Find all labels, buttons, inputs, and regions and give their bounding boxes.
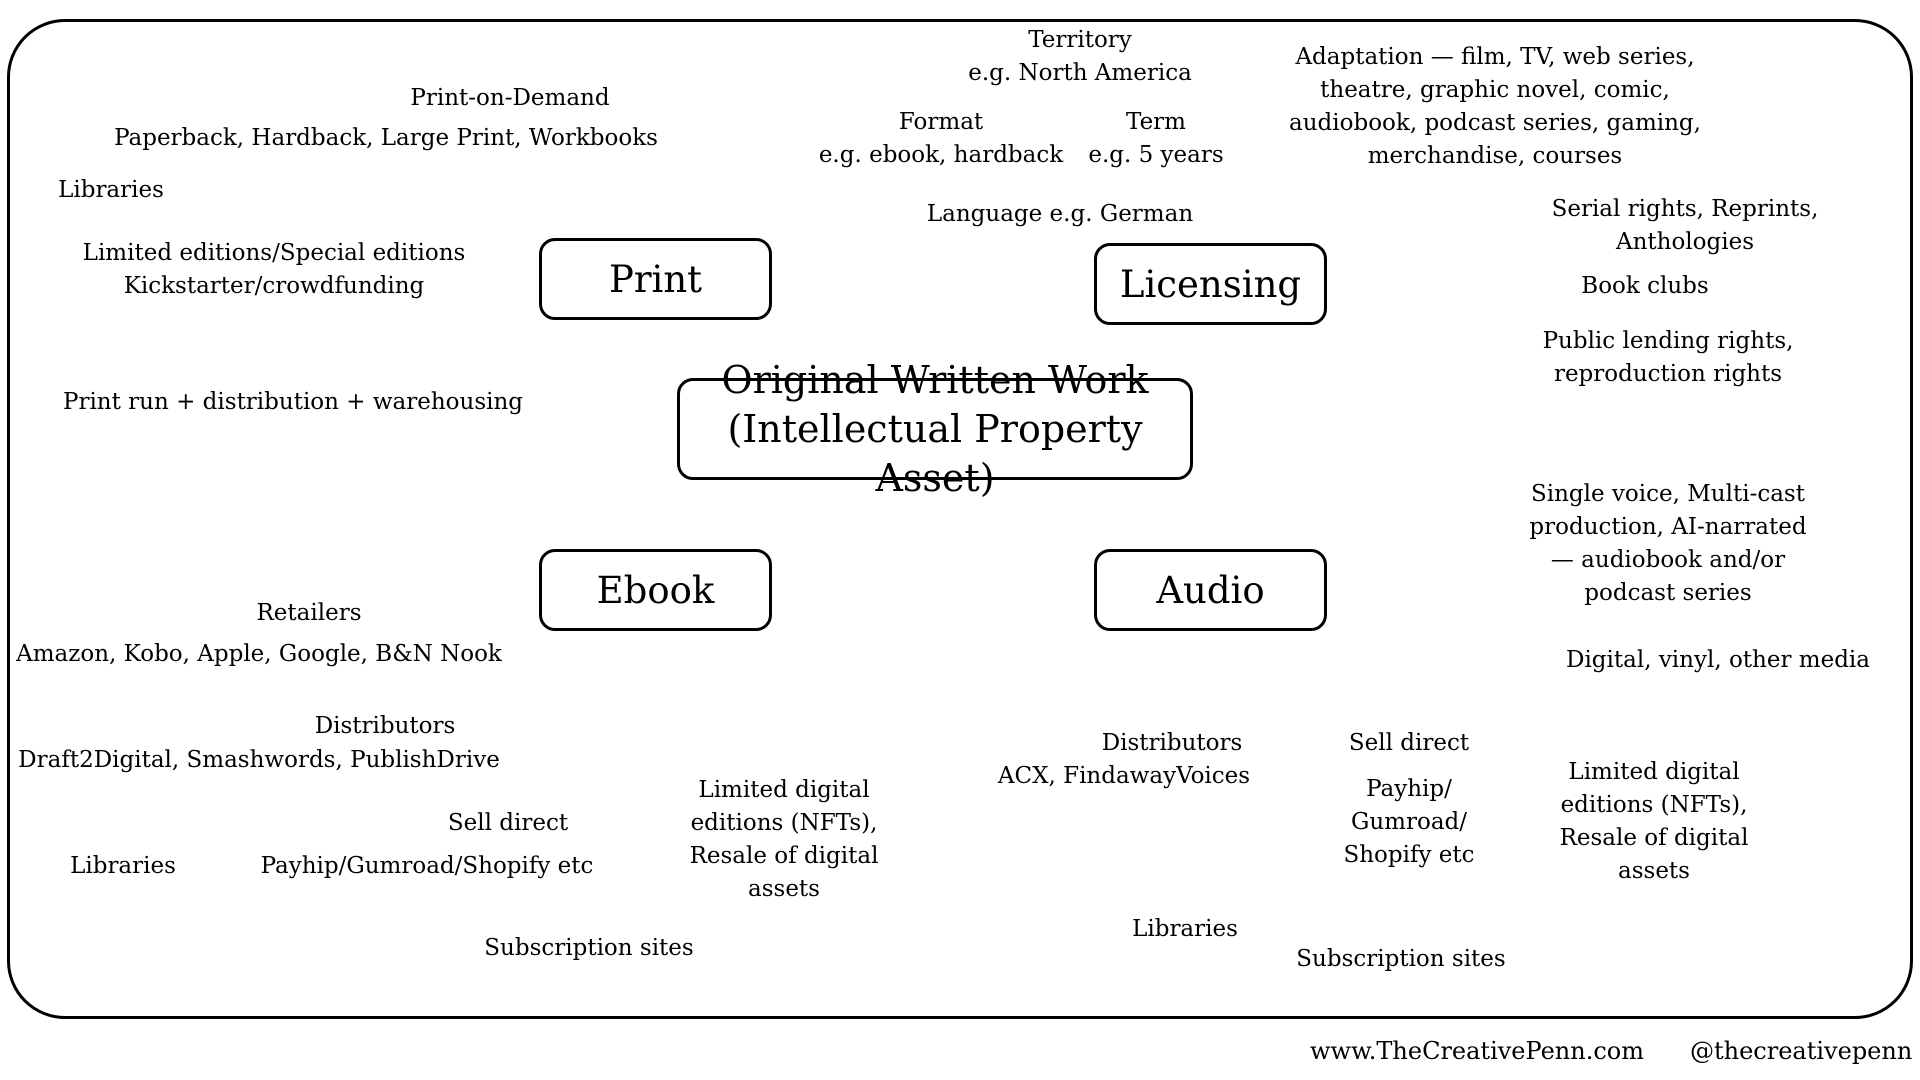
ebook-subscription-label: Subscription sites [484,935,694,961]
public-lending-label: Public lending rights,reproduction right… [1542,328,1794,387]
ebook-sell-direct-label: Sell direct [447,810,569,836]
audio-distributors-label: Distributors [1101,730,1243,756]
print-libraries-label: Libraries [58,177,164,203]
audio-sell-direct-list-label: Payhip/Gumroad/Shopify etc [1343,776,1475,868]
social-handle[interactable]: @thecreativepenn [1690,1037,1913,1065]
retailers-list-label: Amazon, Kobo, Apple, Google, B&N Nook [16,641,502,667]
center-title: Original Written Work [721,357,1149,402]
audio-libraries-label: Libraries [1132,916,1238,942]
ebook-sell-direct-list-label: Payhip/Gumroad/Shopify etc [260,853,594,879]
pod-formats-label: Paperback, Hardback, Large Print, Workbo… [114,125,658,151]
print-box: Print [539,238,772,320]
website-link[interactable]: www.TheCreativePenn.com [1310,1037,1644,1065]
ebook-distributors-label: Distributors [314,713,456,739]
ebook-box: Ebook [539,549,772,631]
ebook-libraries-label: Libraries [70,853,176,879]
retailers-label: Retailers [256,600,362,626]
diagram-frame [7,19,1913,1019]
serial-rights-label: Serial rights, Reprints,Anthologies [1551,196,1819,255]
audio-sell-direct-label: Sell direct [1348,730,1470,756]
licensing-box: Licensing [1094,243,1327,325]
center-subtitle: (Intellectual Property Asset) [727,406,1143,500]
ebook-distributors-list-label: Draft2Digital, Smashwords, PublishDrive [18,747,500,773]
language-label: Language e.g. German [926,201,1194,227]
print-run-label: Print run + distribution + warehousing [62,389,524,415]
book-clubs-label: Book clubs [1581,273,1709,299]
adaptation-label: Adaptation — film, TV, web series,theatr… [1289,44,1701,169]
center-node: Original Written Work (Intellectual Prop… [677,358,1193,500]
print-on-demand-label: Print-on-Demand [410,85,610,111]
audio-distributors-list-label: ACX, FindawayVoices [997,763,1251,789]
audio-box: Audio [1094,549,1327,631]
digital-media-label: Digital, vinyl, other media [1566,647,1870,673]
audio-subscription-label: Subscription sites [1296,946,1506,972]
